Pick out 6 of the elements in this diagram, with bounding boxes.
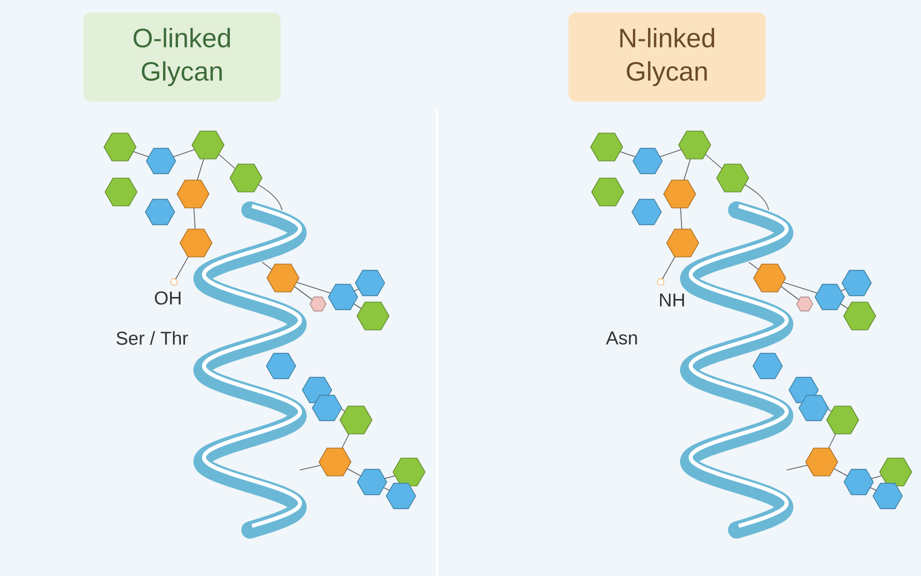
residue-label: Ser / Thr: [116, 331, 188, 345]
residue-label: OH: [154, 291, 180, 305]
title-box: N-linked Glycan: [568, 12, 766, 102]
title-box: O-linked Glycan: [83, 12, 281, 102]
residue-label: Asn: [606, 332, 637, 345]
residue-label: NH: [660, 294, 684, 306]
